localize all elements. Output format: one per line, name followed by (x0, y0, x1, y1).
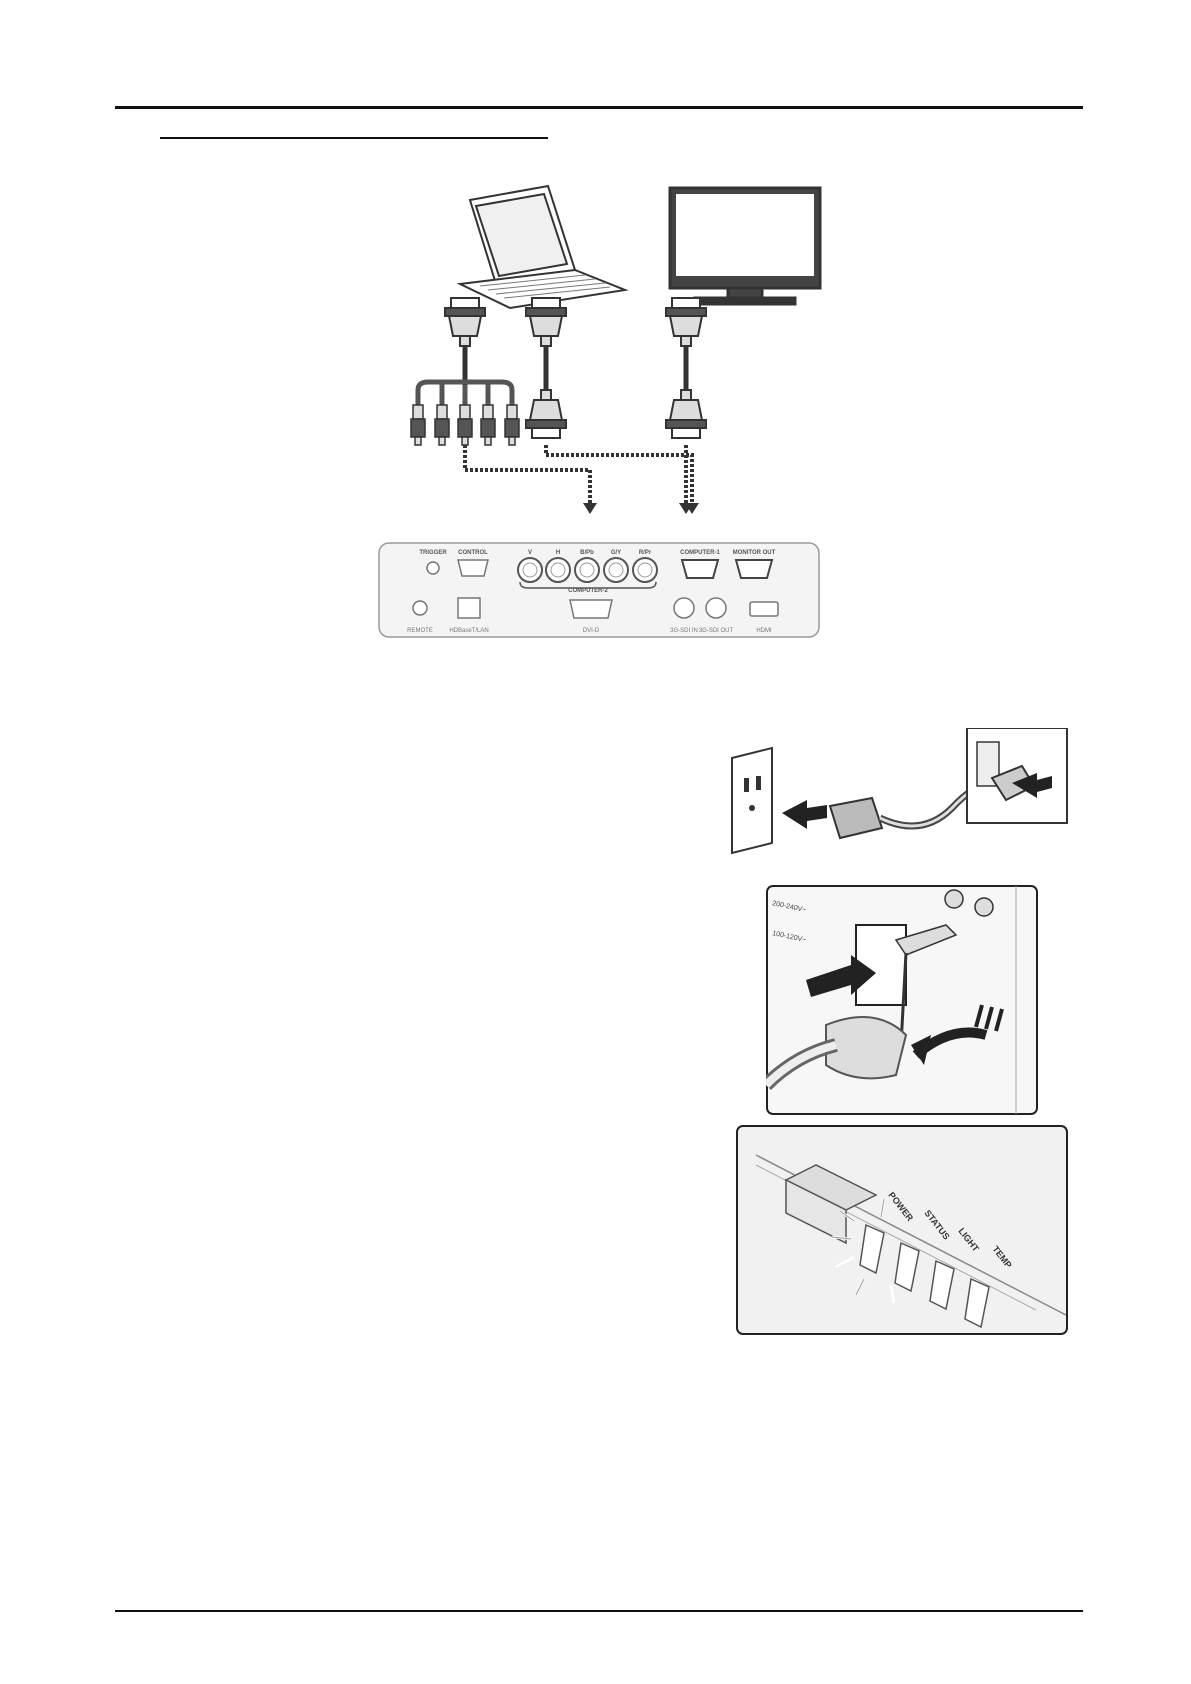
port-label-dvid: DVI-D (583, 628, 600, 634)
port-label-control: CONTROL (458, 550, 488, 556)
port-label-trigger: TRIGGER (419, 550, 447, 556)
bnc-port-gy (604, 558, 628, 582)
bnc-port-rpr (633, 558, 657, 582)
sdi-out-port (706, 598, 726, 618)
footer-rule (115, 1610, 1083, 1612)
projector-rear-panel: TRIGGER CONTROL V H B/Pb G/Y R/Pr COMPUT… (378, 542, 820, 638)
hdmi-port (750, 602, 778, 616)
hdbaset-port (458, 598, 480, 618)
monitor-icon (670, 188, 820, 304)
bnc-port-v (518, 558, 542, 582)
port-label-hdmi: HDMI (756, 628, 772, 634)
port-label-hdbaset: HDBaseT/LAN (449, 628, 488, 634)
port-label-sdi-in: 3G-SDI IN (670, 628, 698, 634)
connection-arrowheads (583, 503, 699, 514)
monitor-out-port (736, 560, 772, 578)
port-label-rpr: R/Pr (639, 550, 652, 556)
port-label-gy: G/Y (611, 550, 621, 556)
cable-clamp-illustration: 200-240V~ 100-120V~ (766, 885, 1038, 1115)
bnc-port-h (546, 558, 570, 582)
dvid-port (570, 600, 612, 618)
port-label-computer1: COMPUTER-1 (680, 550, 720, 556)
computer1-port (682, 560, 718, 578)
vga-to-bnc-cable (411, 298, 519, 445)
laptop-icon (460, 186, 625, 308)
insert-arrow-icon (782, 800, 827, 829)
vga-cable-monitor-out (666, 298, 706, 438)
port-label-h: H (556, 550, 560, 556)
port-label-remote: REMOTE (407, 628, 433, 634)
port-label-v: V (528, 550, 532, 556)
power-cord-illustration (722, 728, 1072, 873)
sdi-in-port (674, 598, 694, 618)
indicator-led-illustration: POWER STATUS LIGHT TEMP (736, 1125, 1068, 1335)
trigger-jack (427, 562, 439, 574)
port-label-monitor-out: MONITOR OUT (733, 550, 776, 556)
bnc-port-bpb (575, 558, 599, 582)
connection-paths (465, 445, 692, 505)
ac-plug-icon (830, 798, 882, 838)
vga-cable-computer1 (526, 298, 566, 438)
remote-jack (413, 601, 427, 615)
control-port (458, 560, 488, 576)
wall-outlet-icon (732, 748, 772, 853)
section-heading-underline (160, 137, 548, 139)
port-label-bpb: B/Pb (580, 550, 594, 556)
port-group-computer2: COMPUTER-2 (568, 588, 608, 594)
header-rule (115, 106, 1083, 109)
port-label-sdi-out: 3G-SDI OUT (699, 628, 734, 634)
